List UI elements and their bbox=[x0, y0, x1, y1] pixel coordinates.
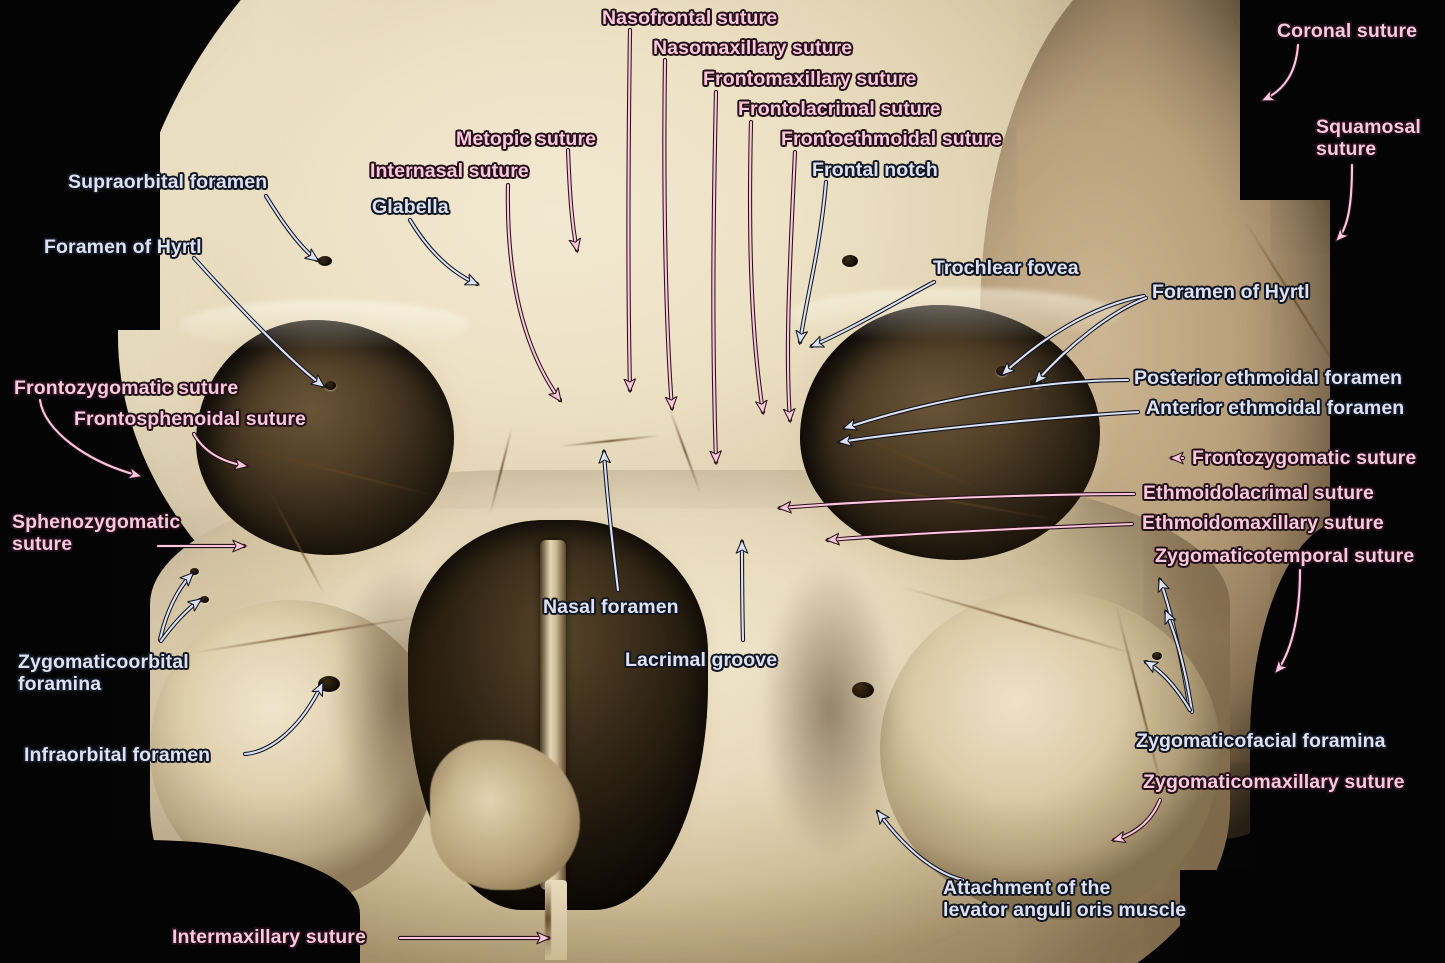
label-ethmoidomaxillary-suture: Ethmoidomaxillary suture bbox=[1142, 512, 1384, 534]
leader-infraorbital bbox=[243, 684, 322, 756]
label-zygomaticoorbital-foramina: Zygomaticoorbital foramina bbox=[18, 651, 189, 695]
right-zygomatic-bone bbox=[880, 590, 1220, 920]
label-foramen-of-hyrtl-right: Foramen of Hyrtl bbox=[1152, 281, 1310, 303]
leader-supraorbital-halo bbox=[263, 193, 320, 263]
maxilla-shadow-left bbox=[330, 560, 470, 840]
leader-infraorbital-halo bbox=[242, 681, 325, 757]
label-infraorbital-foramen: Infraorbital foramen bbox=[24, 744, 211, 766]
background-mask-topleft bbox=[0, 0, 160, 330]
zygomaticoorbital-foramen-pit-b bbox=[200, 596, 209, 603]
label-internasal-suture: Internasal suture bbox=[370, 160, 529, 182]
leader-glabella-halo bbox=[407, 217, 480, 287]
leader-zygfacial-b-halo bbox=[1163, 609, 1195, 715]
label-trochlear-fovea: Trochlear fovea bbox=[933, 257, 1079, 279]
leader-frontosphenoidal bbox=[192, 432, 246, 466]
leader-zygmaxillary bbox=[1114, 798, 1162, 840]
left-orbit bbox=[196, 320, 454, 555]
zygomaticofacial-foramen-pit bbox=[1152, 652, 1162, 660]
leader-internasal bbox=[506, 183, 560, 400]
leader-ethmoidolacrimal-halo bbox=[777, 491, 1137, 511]
leader-frontolacrimal bbox=[748, 120, 763, 412]
leader-levator bbox=[878, 812, 965, 882]
leader-hyrtl-right-b-halo bbox=[1033, 295, 1149, 385]
label-frontosphenoidal-suture: Frontosphenoidal suture bbox=[74, 408, 306, 430]
foramen-of-hyrtl-pit-left bbox=[325, 381, 336, 390]
leader-supraorbital bbox=[264, 194, 317, 260]
label-nasal-foramen: Nasal foramen bbox=[543, 596, 679, 618]
leader-ethmoidomaxillary bbox=[828, 522, 1134, 540]
label-anterior-ethmoidal-foramen: Anterior ethmoidal foramen bbox=[1146, 397, 1405, 419]
leader-zygfacial-c bbox=[1146, 662, 1192, 712]
leader-nasal-foramen bbox=[604, 452, 620, 592]
leader-post-ethmoidal bbox=[845, 378, 1130, 428]
label-coronal-suture: Coronal suture bbox=[1277, 20, 1418, 42]
leader-hyrtl-right-a bbox=[1003, 294, 1146, 374]
label-attachment-levator-anguli-oris: Attachment of the levator anguli oris mu… bbox=[943, 877, 1187, 921]
leader-frontal-notch bbox=[800, 180, 828, 342]
label-frontoethmoidal-suture: Frontoethmoidal suture bbox=[781, 128, 1003, 150]
zygomaticoorbital-foramen-pit-a bbox=[190, 568, 199, 575]
leader-levator-halo bbox=[875, 809, 966, 883]
label-zygomaticofacial-foramina: Zygomaticofacial foramina bbox=[1136, 730, 1386, 752]
leader-squamosal bbox=[1337, 163, 1354, 240]
leader-ant-ethmoidal bbox=[840, 410, 1140, 442]
leader-hyrtl-right-b bbox=[1036, 296, 1148, 382]
infraorbital-foramen-pit-left bbox=[318, 676, 340, 692]
supraorbital-foramen-pit bbox=[318, 256, 332, 266]
frontal-notch-pit bbox=[842, 255, 858, 267]
leader-frontoethmoidal bbox=[788, 150, 795, 420]
label-nasomaxillary-suture: Nasomaxillary suture bbox=[653, 37, 853, 59]
infraorbital-foramen-pit-right bbox=[852, 682, 874, 698]
leader-metopic bbox=[566, 148, 577, 250]
leader-frontosphenoidal-halo bbox=[191, 431, 249, 469]
intermaxillary-suture-line bbox=[545, 880, 551, 958]
leader-coronal-halo bbox=[1260, 42, 1301, 103]
label-frontozygomatic-suture-right: Frontozygomatic suture bbox=[1192, 447, 1417, 469]
label-squamosal-suture: Squamosal suture bbox=[1316, 116, 1421, 160]
label-frontolacrimal-suture: Frontolacrimal suture bbox=[738, 98, 941, 120]
leader-zygtemporal bbox=[1276, 568, 1302, 672]
leader-zygorbital-a-halo bbox=[157, 571, 195, 643]
leader-ethmoidolacrimal bbox=[780, 492, 1136, 508]
leader-hyrtl-left bbox=[192, 256, 323, 386]
label-foramen-of-hyrtl-left: Foramen of Hyrtl bbox=[44, 236, 202, 258]
left-supraorbital-ridge bbox=[180, 300, 470, 350]
leader-zygorbital-a bbox=[158, 574, 192, 642]
leader-zygmaxillary-halo bbox=[1111, 797, 1163, 843]
label-frontozygomatic-suture-left: Frontozygomatic suture bbox=[14, 377, 239, 399]
leader-post-ethmoidal-halo bbox=[842, 377, 1131, 431]
label-glabella: Glabella bbox=[372, 196, 449, 218]
leader-trochlear bbox=[812, 280, 936, 346]
leader-zygfacial-b bbox=[1166, 612, 1194, 714]
label-supraorbital-foramen: Supraorbital foramen bbox=[68, 171, 268, 193]
label-posterior-ethmoidal-foramen: Posterior ethmoidal foramen bbox=[1134, 367, 1403, 389]
label-intermaxillary-suture: Intermaxillary suture bbox=[172, 926, 366, 948]
leader-nasofrontal bbox=[629, 28, 631, 390]
leader-zygorbital-b bbox=[159, 600, 200, 643]
leader-frontomaxillary bbox=[713, 90, 716, 462]
background-mask-bottomright2 bbox=[1180, 870, 1445, 963]
label-frontal-notch: Frontal notch bbox=[812, 159, 938, 181]
leader-glabella bbox=[408, 218, 477, 284]
label-sphenozygomatic-suture: Sphenozygomatic suture bbox=[12, 511, 181, 555]
label-frontomaxillary-suture: Frontomaxillary suture bbox=[703, 68, 917, 90]
label-lacrimal-groove: Lacrimal groove bbox=[625, 649, 778, 671]
leader-frontozyg-left bbox=[38, 398, 140, 476]
label-nasofrontal-suture: Nasofrontal suture bbox=[602, 7, 778, 29]
label-ethmoidolacrimal-suture: Ethmoidolacrimal suture bbox=[1143, 482, 1374, 504]
inferior-nasal-concha bbox=[430, 740, 580, 890]
leader-hyrtl-left-halo bbox=[191, 255, 326, 389]
label-metopic-suture: Metopic suture bbox=[456, 128, 597, 150]
label-zygomaticotemporal-suture: Zygomaticotemporal suture bbox=[1155, 545, 1415, 567]
leader-nasomaxillary bbox=[663, 58, 672, 408]
label-zygomaticomaxillary-suture: Zygomaticomaxillary suture bbox=[1143, 771, 1405, 793]
leader-coronal bbox=[1263, 43, 1300, 100]
leader-lacrimal-groove bbox=[742, 542, 743, 642]
